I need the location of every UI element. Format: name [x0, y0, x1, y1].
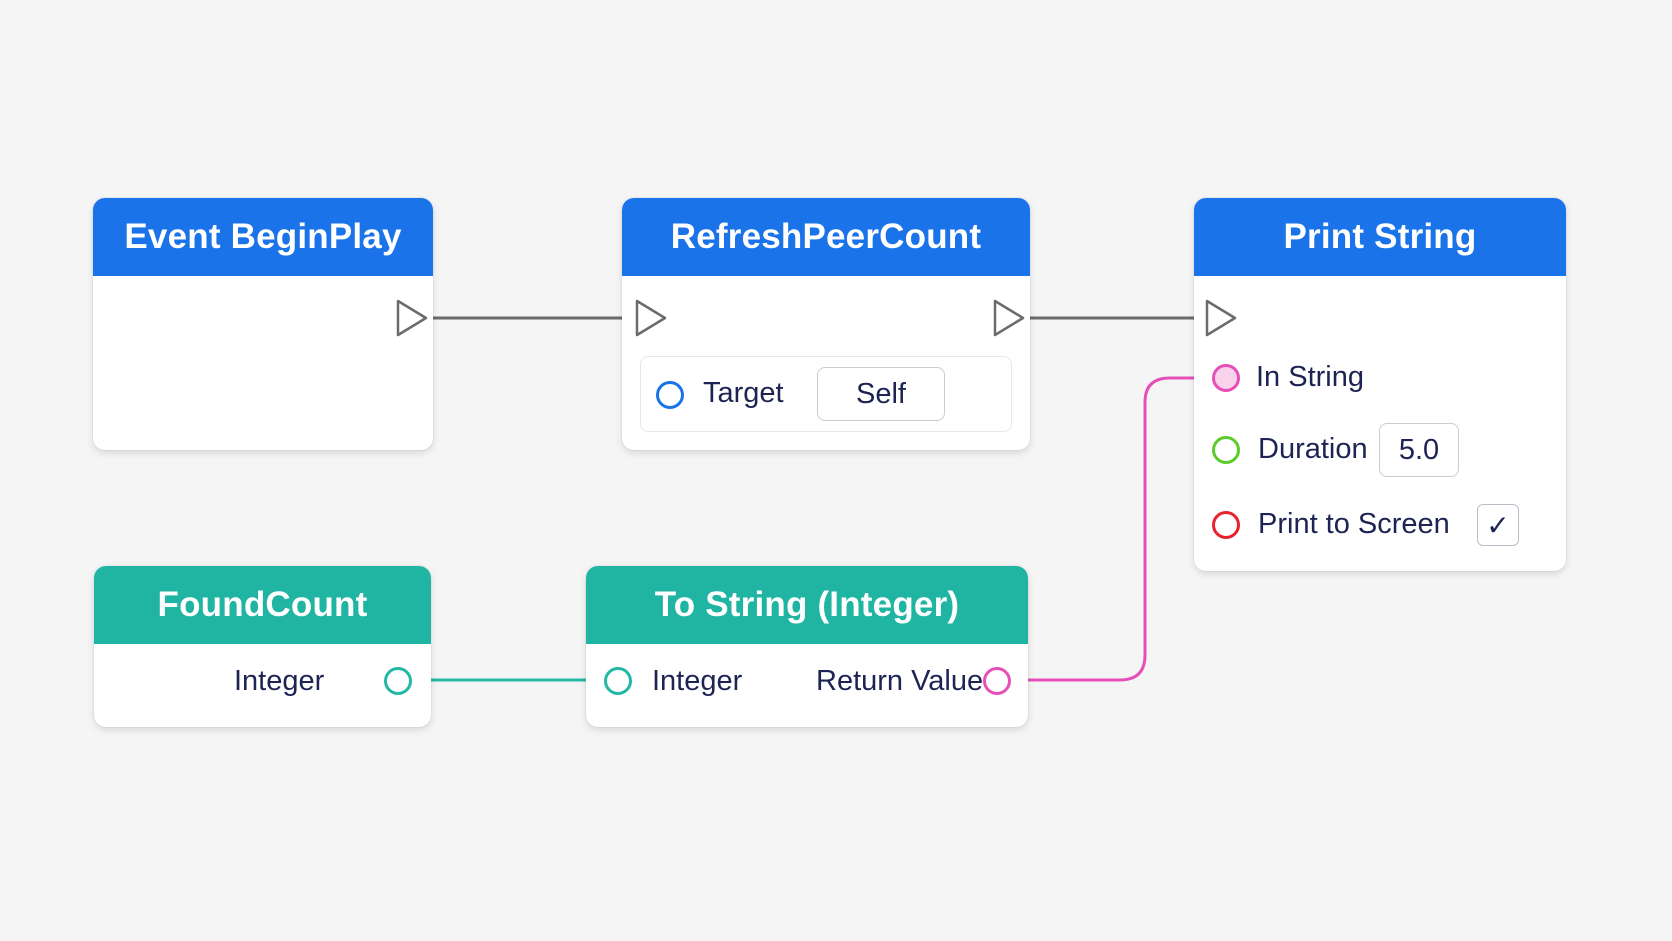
target-pin-icon[interactable]: [656, 381, 684, 409]
exec-out-pin-icon[interactable]: [992, 298, 1026, 338]
in-string-pin-icon[interactable]: [1212, 364, 1240, 392]
exec-in-pin-icon[interactable]: [1204, 298, 1238, 338]
integer-input-pin-icon[interactable]: [604, 667, 632, 695]
node-title: FoundCount: [94, 566, 431, 644]
duration-pin-icon[interactable]: [1212, 436, 1240, 464]
target-row: Target Self: [640, 356, 1012, 432]
node-event-beginplay[interactable]: Event BeginPlay: [93, 198, 433, 450]
print-to-screen-pin-icon[interactable]: [1212, 511, 1240, 539]
duration-value-field[interactable]: 5.0: [1379, 423, 1459, 477]
checkmark-icon: ✓: [1486, 509, 1510, 541]
node-found-count[interactable]: FoundCount Integer: [94, 566, 431, 727]
print-to-screen-checkbox[interactable]: ✓: [1477, 504, 1519, 546]
exec-in-pin-icon[interactable]: [634, 298, 668, 338]
duration-label: Duration: [1258, 433, 1368, 465]
target-value-field[interactable]: Self: [817, 367, 945, 421]
return-value-pin-icon[interactable]: [983, 667, 1011, 695]
target-label: Target: [703, 377, 784, 409]
string-wire-returnvalue-to-instring[interactable]: [1008, 376, 1213, 682]
integer-output-pin-icon[interactable]: [384, 667, 412, 695]
node-title: RefreshPeerCount: [622, 198, 1030, 276]
integer-output-label: Integer: [234, 665, 325, 697]
return-value-label: Return Value: [816, 665, 984, 697]
node-title: Print String: [1194, 198, 1566, 276]
in-string-label: In String: [1256, 361, 1364, 393]
integer-input-label: Integer: [652, 665, 743, 697]
print-to-screen-label: Print to Screen: [1258, 508, 1450, 540]
node-title: Event BeginPlay: [93, 198, 433, 276]
node-refresh-peer-count[interactable]: RefreshPeerCount Target Self: [622, 198, 1030, 450]
node-title: To String (Integer): [586, 566, 1028, 644]
node-print-string[interactable]: Print String In String Duration 5.0 Prin…: [1194, 198, 1566, 571]
node-to-string-integer[interactable]: To String (Integer) Integer Return Value: [586, 566, 1028, 727]
exec-out-pin-icon[interactable]: [395, 298, 429, 338]
